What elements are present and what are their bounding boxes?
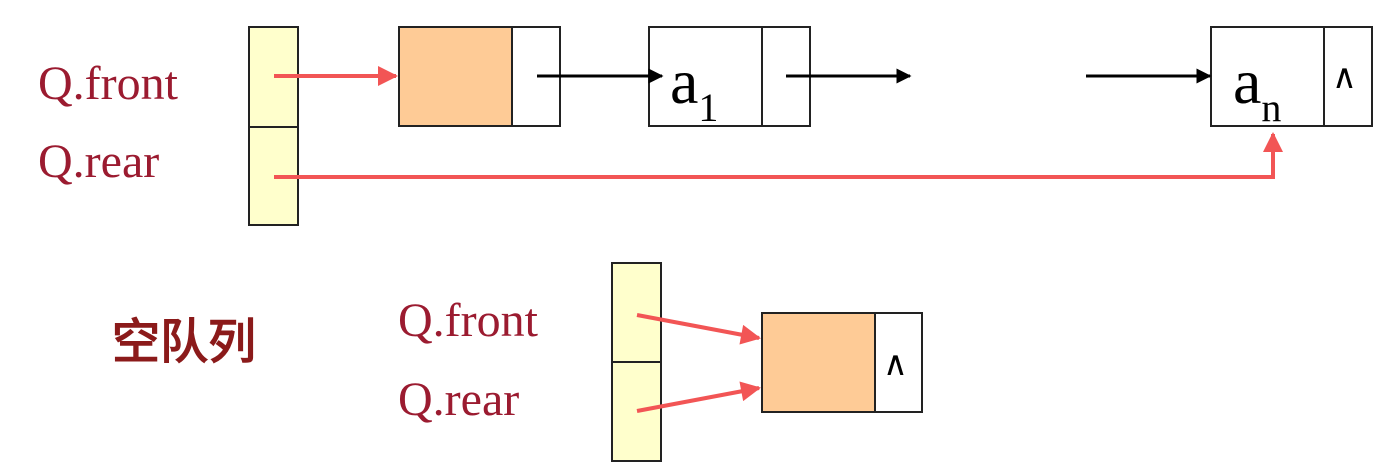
node-an-null-symbol: ∧ — [1332, 57, 1357, 97]
front-pointer-cell — [248, 26, 299, 128]
node-an-label: an — [1233, 46, 1282, 130]
empty-head-node-next — [874, 312, 923, 413]
rear-label: Q.rear — [38, 135, 160, 188]
empty-head-node-data — [761, 312, 876, 413]
head-node-next — [511, 26, 561, 127]
node-a1-label: a1 — [670, 46, 719, 130]
rear-to-an-arrow — [274, 132, 1283, 179]
empty-rear-label: Q.rear — [398, 373, 520, 426]
node-an-next — [1323, 26, 1373, 127]
rear-pointer-cell — [248, 126, 299, 226]
empty-front-label: Q.front — [398, 294, 538, 347]
empty-front-pointer-cell — [611, 262, 662, 363]
node-a1-data — [648, 26, 763, 127]
head-node-data — [398, 26, 513, 127]
empty-head-null-symbol: ∧ — [883, 344, 908, 384]
empty-rear-pointer-cell — [611, 361, 662, 462]
node-a1-next — [761, 26, 811, 127]
empty-queue-heading: 空队列 — [112, 314, 257, 370]
front-label: Q.front — [38, 57, 178, 110]
